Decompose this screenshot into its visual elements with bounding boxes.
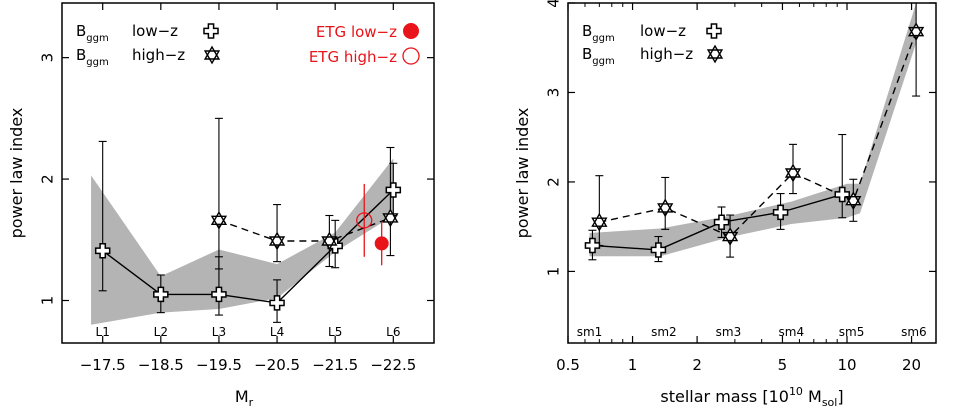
data-point-low-z	[834, 186, 850, 203]
x-axis-label: stellar mass [1010 Msol]	[660, 385, 843, 409]
data-point-high-z	[657, 198, 674, 218]
x-tick-label: 0.5	[556, 356, 580, 374]
bin-label: L4	[270, 325, 284, 339]
x-tick-label: 10	[837, 356, 856, 374]
legend-high-label: high−z	[132, 46, 185, 64]
axes: 0.5 1 2 5 10 20 1 2 3 4	[545, 0, 936, 374]
legend-b-label-high: Bggm	[582, 45, 615, 67]
data-point-low-z	[153, 286, 169, 303]
y-tick-label: 1	[545, 267, 563, 277]
data-point-high-z	[845, 191, 862, 211]
bin-labels: sm1 sm2 sm3 sm4 sm5 sm6	[577, 325, 927, 339]
legend-b-label-low: Bggm	[76, 22, 109, 44]
x-tick-label: −20.5	[254, 356, 300, 374]
y-axis-label: power law index	[7, 108, 26, 239]
x-tick-label: 2	[692, 356, 702, 374]
x-tick-label: 5	[778, 356, 788, 374]
legend-high-z-marker	[706, 44, 724, 64]
legend-low-z-marker	[203, 23, 219, 39]
bin-label: L6	[386, 325, 400, 339]
data-point-high-z	[591, 212, 608, 232]
bin-label: sm1	[577, 325, 603, 339]
data-point-low-z	[94, 242, 111, 259]
legend: Bggm low−z Bggm high−z	[582, 22, 724, 67]
x-tick-label: −22.5	[370, 356, 416, 374]
bin-label: sm5	[839, 325, 865, 339]
plot-frame	[61, 2, 435, 344]
legend-low-z-marker	[706, 23, 722, 39]
data-point-low-z	[650, 242, 667, 258]
bin-label: L5	[328, 325, 342, 339]
data-markers	[584, 22, 925, 258]
etg-point-low-z	[374, 236, 389, 251]
bin-label: L3	[212, 325, 226, 339]
data-point-high-z	[907, 22, 925, 42]
x-tick-label: −18.5	[138, 356, 184, 374]
series-line-high-z	[599, 31, 917, 238]
bin-label: sm4	[779, 325, 805, 339]
data-markers	[94, 182, 402, 311]
bin-label: sm6	[901, 325, 927, 339]
series-lines	[102, 189, 394, 304]
legend-low-label: low−z	[132, 22, 178, 40]
x-tick-label: −17.5	[80, 356, 126, 374]
legend-etg-high-marker	[402, 47, 420, 65]
legend-etg-high-label: ETG high−z	[309, 48, 397, 66]
x-tick-label: 20	[902, 356, 921, 374]
bin-label: L2	[154, 325, 168, 339]
series-line-low-z	[102, 189, 394, 304]
bin-label: L1	[96, 325, 110, 339]
series-line-high-z	[218, 217, 391, 242]
chart-right: 0.5 1 2 5 10 20 1 2 3 4 sm1 sm2 sm3 sm4 sm5 sm6 Bggm l…	[513, 0, 937, 409]
data-point-low-z	[211, 286, 227, 303]
y-tick-label: 1	[39, 296, 57, 306]
bin-labels: L1 L2 L3 L4 L5 L6	[96, 325, 401, 339]
data-point-low-z	[772, 204, 789, 221]
data-point-low-z	[385, 182, 402, 198]
data-point-low-z	[584, 237, 601, 254]
legend-low-label: low−z	[640, 22, 686, 40]
y-tick-label: 4	[545, 0, 563, 8]
error-bars	[98, 117, 398, 323]
y-tick-label: 2	[39, 174, 57, 184]
bin-label: sm3	[716, 325, 742, 339]
band-area	[589, 3, 917, 257]
y-axis-label: power law index	[513, 108, 532, 239]
legend-b-label-high: Bggm	[76, 46, 109, 68]
legend-etg-low-marker	[403, 23, 419, 39]
legend-high-label: high−z	[640, 45, 693, 63]
plot-frame	[567, 2, 937, 344]
data-point-high-z	[210, 210, 228, 230]
confidence-band	[91, 158, 394, 325]
y-tick-label: 3	[39, 53, 57, 63]
y-tick-label: 2	[545, 177, 563, 187]
bin-label: sm2	[651, 325, 677, 339]
data-point-high-z	[268, 231, 286, 251]
data-point-high-z	[721, 227, 739, 246]
etg-point-high-z	[356, 212, 373, 229]
legend-b-label-low: Bggm	[582, 22, 615, 44]
chart-left: −17.5 −18.5 −19.5 −20.5 −21.5 −22.5 1 2 3 L1 L2 L3…	[7, 2, 435, 409]
axes: −17.5 −18.5 −19.5 −20.5 −21.5 −22.5 1 2 3	[39, 3, 434, 374]
x-tick-label: −19.5	[196, 356, 242, 374]
y-tick-label: 3	[545, 88, 563, 98]
series-lines	[592, 31, 917, 251]
x-axis-label: Mr	[235, 387, 254, 409]
data-point-high-z	[784, 163, 802, 183]
band-area	[91, 158, 394, 325]
legend-etg-low-label: ETG low−z	[316, 23, 397, 41]
x-tick-label: −21.5	[312, 356, 358, 374]
confidence-band	[589, 3, 917, 257]
x-tick-label: 1	[628, 356, 638, 374]
data-point-low-z	[713, 214, 730, 230]
data-point-high-z	[382, 208, 399, 228]
data-point-low-z	[269, 295, 285, 311]
legend: Bggm low−z Bggm high−z ETG low−z ETG hig…	[76, 22, 420, 68]
legend-high-z-marker	[203, 45, 221, 65]
data-point-high-z	[321, 231, 338, 251]
